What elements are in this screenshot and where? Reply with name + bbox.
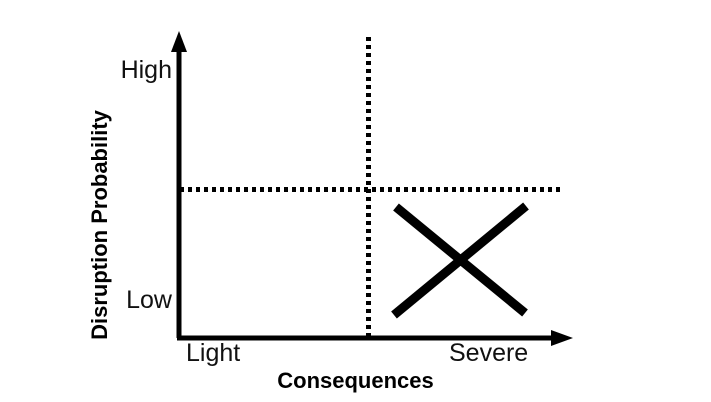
y-axis-title: Disruption Probability <box>87 110 112 340</box>
x-axis-tick-label-severe: Severe <box>449 339 529 367</box>
y-axis <box>171 31 187 338</box>
cross-stroke-up <box>391 202 529 319</box>
cross-marker-icon <box>391 202 529 319</box>
y-axis-tick-label-high: High <box>120 56 172 84</box>
x-axis-arrowhead-icon <box>551 330 573 346</box>
x-axis <box>177 330 573 346</box>
y-axis-arrowhead-icon <box>171 31 187 52</box>
y-axis-tick-label-low: Low <box>126 286 172 314</box>
x-axis-tick-label-light: Light <box>186 339 241 367</box>
x-axis-title: Consequences <box>277 368 434 393</box>
